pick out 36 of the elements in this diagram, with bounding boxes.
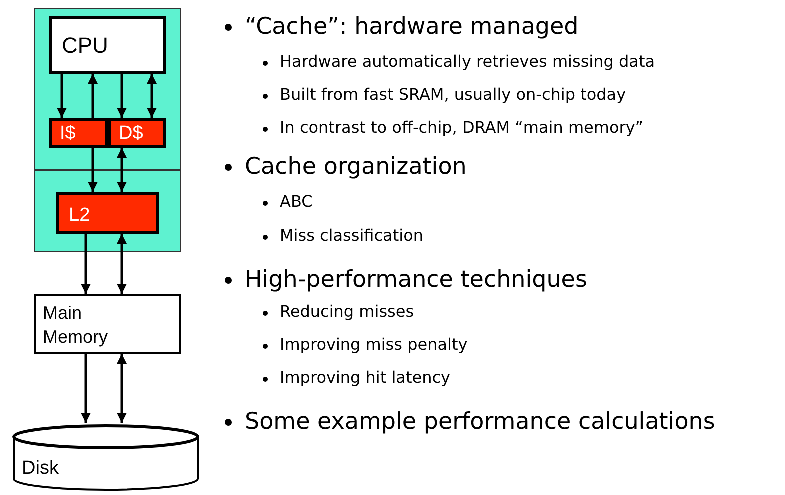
component-box [34, 294, 181, 354]
bullet-text: “Cache”: hardware managed [245, 16, 579, 39]
arrow [147, 74, 157, 118]
arrow [117, 74, 127, 118]
arrow [81, 354, 91, 423]
node-label: D$ [119, 124, 144, 143]
node-label: CPU [62, 35, 108, 57]
bullet-text: Some example performance calculations [245, 411, 716, 434]
bullet-text: Miss classification [280, 228, 424, 244]
band-panel [34, 8, 181, 170]
arrow [81, 234, 91, 294]
bullet-text: Improving hit latency [280, 370, 450, 386]
arrow [88, 148, 98, 192]
band-panel [34, 170, 181, 252]
bullet-text: Cache organization [245, 156, 467, 179]
node-label: Disk [22, 459, 59, 478]
component-box [49, 118, 108, 148]
component-box [56, 192, 159, 234]
bullet-text: Improving miss penalty [280, 337, 468, 353]
arrow [117, 354, 127, 423]
bullet-text: High-performance techniques [245, 269, 588, 292]
arrow [117, 148, 127, 192]
component-box [49, 16, 166, 74]
node-label: Main Memory [43, 302, 110, 349]
component-box [108, 118, 166, 148]
node-label: I$ [60, 124, 76, 143]
bullet-text: Reducing misses [280, 304, 414, 320]
disk-cylinder [12, 423, 200, 491]
arrow [88, 74, 98, 118]
bullet-text: In contrast to off-chip, DRAM “main memory” [280, 120, 644, 136]
node-label: L2 [69, 206, 90, 225]
bullet-text: Hardware automatically retrieves missing data [280, 54, 656, 70]
bullet-text: Built from fast SRAM, usually on-chip today [280, 87, 626, 103]
bullet-text: ABC [280, 194, 313, 210]
arrow [57, 74, 67, 118]
arrow [117, 234, 127, 294]
